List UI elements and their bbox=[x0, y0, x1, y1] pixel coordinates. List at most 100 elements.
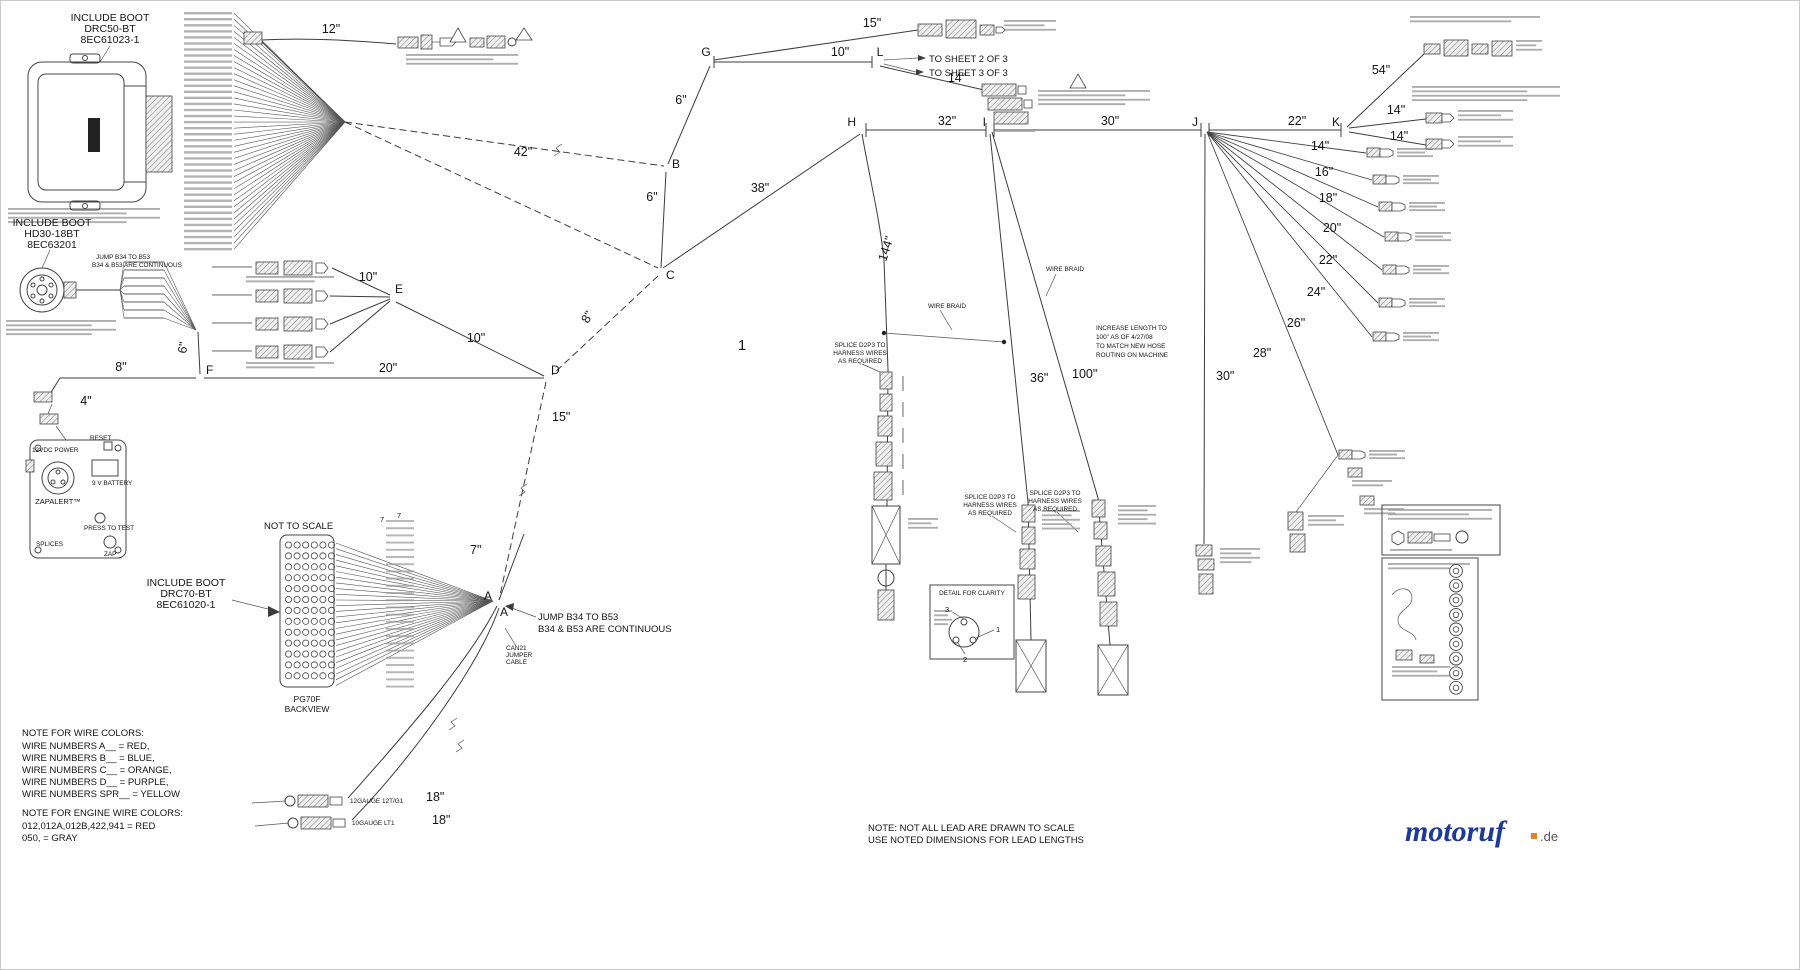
len-10-e: 10" bbox=[359, 270, 377, 284]
len-jfan-24: 24" bbox=[1307, 285, 1325, 299]
len-6-f: 6" bbox=[175, 341, 191, 355]
pin-hole bbox=[327, 596, 335, 604]
hex-fitting-icon bbox=[1391, 530, 1405, 546]
pin-hole bbox=[319, 552, 327, 560]
terminal-circle-inner bbox=[1452, 684, 1460, 691]
wire-line bbox=[119, 277, 125, 291]
pin-hole bbox=[302, 563, 310, 571]
wire-line bbox=[233, 121, 346, 147]
hardware-panel-items bbox=[1449, 564, 1463, 695]
len-30-j: 30" bbox=[1216, 369, 1234, 383]
logo-tld-text[interactable]: .de bbox=[1540, 829, 1558, 844]
wire-label-stub bbox=[184, 12, 232, 15]
len-jfan-14: 14" bbox=[1311, 139, 1329, 153]
wire-line bbox=[335, 600, 494, 681]
micro-text bbox=[8, 212, 127, 215]
splice-note2-3: AS REQUIRED bbox=[968, 510, 1012, 517]
micro-text bbox=[1118, 505, 1156, 507]
wire-label-stub bbox=[124, 317, 164, 319]
node-e: E bbox=[395, 282, 403, 296]
terminal-circle bbox=[1449, 593, 1463, 608]
can21-note-3: CABLE bbox=[506, 659, 527, 666]
plug-glyph bbox=[1391, 202, 1406, 212]
boot2-line1: INCLUDE BOOT bbox=[13, 217, 92, 229]
micro-text bbox=[995, 130, 1035, 132]
wire-line bbox=[233, 103, 346, 123]
pin-hole bbox=[302, 574, 310, 582]
connector-glyph bbox=[1366, 147, 1381, 158]
micro-text bbox=[1403, 335, 1432, 338]
wire-line bbox=[233, 121, 346, 165]
micro-text bbox=[1308, 515, 1344, 517]
wire-line bbox=[233, 55, 346, 123]
node-j: J bbox=[1192, 115, 1198, 129]
wire-label-stub bbox=[386, 671, 414, 674]
micro-text bbox=[6, 320, 116, 322]
revision-triangle-icon bbox=[1069, 73, 1087, 89]
boot2-line3: 8EC63201 bbox=[27, 239, 77, 251]
logo-brand-text[interactable]: motoruf bbox=[1405, 815, 1508, 848]
wire-label-stub bbox=[124, 285, 164, 287]
micro-text bbox=[1352, 484, 1384, 487]
pin-hole bbox=[327, 639, 335, 647]
terminal-circle bbox=[1449, 637, 1463, 651]
node-a: A bbox=[484, 589, 492, 603]
hardware-panel-1 bbox=[1381, 504, 1501, 556]
wire-line bbox=[335, 588, 494, 602]
plug-glyph bbox=[1351, 450, 1366, 460]
pin-hole bbox=[284, 650, 292, 658]
len-jfan-22: 22" bbox=[1319, 253, 1337, 267]
terminal-circle bbox=[1449, 607, 1463, 622]
wire-label-stub bbox=[386, 592, 414, 594]
wire-label-stub bbox=[184, 30, 232, 33]
wire-line bbox=[233, 73, 346, 123]
jump-note-line1: JUMP B34 TO B53 bbox=[538, 612, 618, 623]
connector-glyph bbox=[1378, 201, 1393, 212]
wire-line bbox=[335, 582, 494, 602]
increase-note-4: ROUTING ON MACHINE bbox=[1096, 352, 1168, 359]
pin-hole bbox=[310, 552, 318, 560]
micro-text bbox=[212, 322, 252, 324]
terminal-circle bbox=[1449, 578, 1463, 593]
len-jfan-18: 18" bbox=[1319, 191, 1337, 205]
wire-line bbox=[335, 548, 494, 602]
splice-note1-2: HARNESS WIRES bbox=[833, 350, 887, 357]
detail-num-1: 1 bbox=[996, 625, 1000, 634]
pin-hole bbox=[284, 552, 292, 560]
pin-hole bbox=[302, 541, 310, 549]
wire-line bbox=[233, 91, 346, 123]
motoruf-logo[interactable]: motoruf .de bbox=[1405, 815, 1558, 848]
micro-text bbox=[246, 280, 315, 283]
to-sheet-2: TO SHEET 2 OF 3 bbox=[929, 54, 1008, 65]
plug-glyph bbox=[1379, 148, 1394, 158]
wire-line bbox=[1206, 131, 1385, 238]
micro-text bbox=[1220, 556, 1260, 559]
pin-hole bbox=[327, 672, 335, 680]
wire-label-stub bbox=[184, 235, 232, 239]
terminal-circle-inner bbox=[1452, 655, 1460, 662]
pin-hole bbox=[293, 672, 301, 680]
wire-line bbox=[335, 600, 494, 635]
splice-note1-3: AS REQUIRED bbox=[838, 358, 882, 365]
splice-note1-1: SPLICE D2P3 TO bbox=[835, 342, 886, 349]
splice-note3-2: HARNESS WIRES bbox=[1028, 498, 1082, 505]
wire-line bbox=[233, 31, 346, 123]
micro-text bbox=[406, 54, 518, 56]
wire-line bbox=[335, 600, 494, 641]
micro-text bbox=[1458, 118, 1513, 121]
detail-num-2: 2 bbox=[963, 655, 967, 664]
wire-line bbox=[1206, 131, 1339, 456]
node-h: H bbox=[847, 115, 856, 129]
wire-line bbox=[233, 121, 346, 183]
wire-line bbox=[119, 289, 125, 295]
wire-line bbox=[163, 277, 197, 331]
wire-label-stub bbox=[124, 293, 164, 295]
wire-line bbox=[335, 554, 494, 602]
pin-hole bbox=[302, 552, 310, 560]
gauge-label-2: 10GAUGE LT1 bbox=[352, 820, 395, 827]
plug-glyph bbox=[1385, 175, 1400, 185]
micro-text bbox=[1397, 148, 1433, 150]
micro-text bbox=[1409, 209, 1445, 212]
pin-hole bbox=[284, 563, 292, 571]
